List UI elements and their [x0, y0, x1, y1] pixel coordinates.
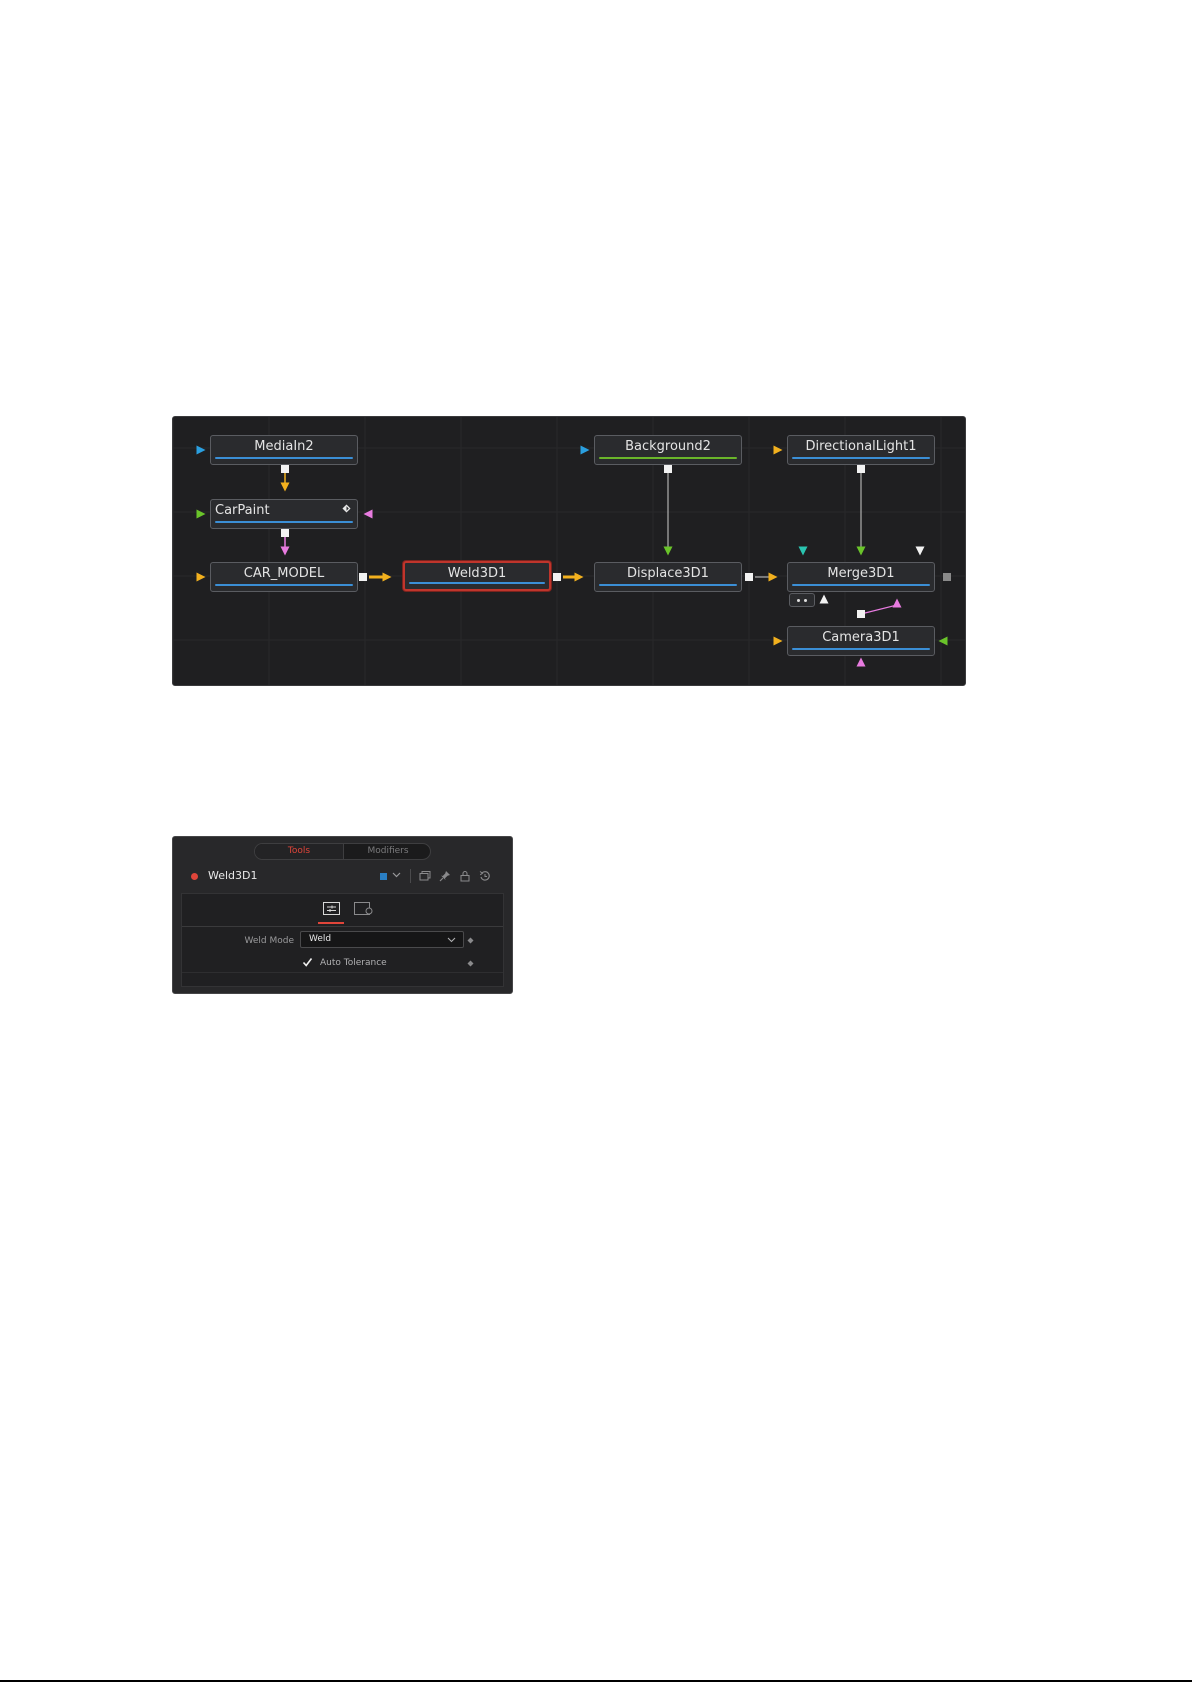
input-port[interactable] — [575, 573, 584, 582]
divider — [182, 972, 503, 973]
inspector-tabs: Tools Modifiers — [254, 843, 431, 860]
divider — [182, 926, 503, 927]
controls-icon[interactable] — [323, 902, 340, 915]
input-port[interactable] — [197, 510, 206, 519]
input-port[interactable] — [774, 637, 783, 646]
output-port[interactable] — [745, 573, 753, 581]
dot — [804, 599, 807, 602]
node-label: Displace3D1 — [595, 566, 741, 582]
input-port[interactable] — [281, 483, 290, 492]
node-color-bar — [215, 584, 353, 586]
output-port[interactable] — [664, 465, 672, 473]
node-camera3d1[interactable]: Camera3D1 — [787, 626, 935, 656]
controls-panel: Weld Mode Weld Auto Tolerance — [181, 893, 504, 987]
page-number — [1090, 1670, 1110, 1678]
node-label: Weld3D1 — [405, 566, 549, 582]
input-port[interactable] — [893, 599, 902, 608]
inspector-panel: Tools Modifiers Weld3D1 — [172, 836, 513, 994]
node-label: Camera3D1 — [788, 630, 934, 646]
node-label: DirectionalLight1 — [788, 439, 934, 455]
output-port[interactable] — [857, 610, 865, 618]
node-label: Background2 — [595, 439, 741, 455]
input-port[interactable] — [581, 446, 590, 455]
node-color-bar — [599, 584, 737, 586]
auto-tolerance-checkbox[interactable] — [302, 957, 313, 968]
node-label: MediaIn2 — [211, 439, 357, 455]
keyframe-diamond-icon[interactable] — [467, 937, 474, 944]
node-directionallight1[interactable]: DirectionalLight1 — [787, 435, 935, 465]
node-displace3d1[interactable]: Displace3D1 — [594, 562, 742, 592]
input-port[interactable] — [857, 547, 866, 556]
output-port[interactable] — [359, 573, 367, 581]
input-port[interactable] — [799, 547, 808, 556]
chevron-down-icon — [447, 936, 456, 944]
node-color-bar — [792, 648, 930, 650]
node-car_model[interactable]: CAR_MODEL — [210, 562, 358, 592]
reset-icon[interactable] — [479, 870, 491, 882]
node-label: CarPaint — [211, 503, 357, 519]
active-tab-indicator — [318, 922, 344, 924]
node-label: Merge3D1 — [788, 566, 934, 582]
tool-header[interactable]: Weld3D1 — [173, 864, 512, 890]
input-port[interactable] — [820, 595, 829, 604]
settings-icon[interactable] — [354, 902, 374, 915]
extra-inputs-indicator[interactable] — [789, 593, 815, 607]
tool-name: Weld3D1 — [208, 869, 258, 882]
node-color-bar — [215, 457, 353, 459]
versions-icon[interactable] — [419, 870, 431, 882]
node-color-bar — [599, 457, 737, 459]
auto-tolerance-label: Auto Tolerance — [320, 958, 387, 968]
tab-tools[interactable]: Tools — [255, 844, 343, 859]
node-color-bar — [792, 584, 930, 586]
input-port[interactable] — [857, 658, 866, 667]
tool-color-swatch[interactable] — [380, 873, 387, 880]
output-port[interactable] — [281, 529, 289, 537]
chevron-down-icon[interactable] — [392, 870, 401, 879]
footer-rule — [0, 1680, 1192, 1682]
node-label: CAR_MODEL — [211, 566, 357, 582]
tool-enabled-dot[interactable] — [191, 873, 198, 880]
connection-line — [861, 605, 897, 614]
input-port[interactable] — [281, 547, 290, 556]
input-port[interactable] — [769, 573, 778, 582]
node-color-bar — [792, 457, 930, 459]
input-port[interactable] — [916, 547, 925, 556]
output-port[interactable] — [553, 573, 561, 581]
keyframe-diamond-icon[interactable] — [467, 960, 474, 967]
node-merge3d1[interactable]: Merge3D1 — [787, 562, 935, 592]
input-port[interactable] — [774, 446, 783, 455]
node-carpaint[interactable]: CarPaint — [210, 499, 358, 529]
output-port[interactable] — [857, 465, 865, 473]
pin-icon[interactable] — [439, 870, 451, 882]
node-background2[interactable]: Background2 — [594, 435, 742, 465]
node-color-bar — [215, 521, 353, 523]
input-port[interactable] — [383, 573, 392, 582]
input-port[interactable] — [197, 446, 206, 455]
weld-mode-value: Weld — [309, 934, 331, 944]
material-diamond-icon — [342, 504, 351, 513]
input-port[interactable] — [664, 547, 673, 556]
lock-icon[interactable] — [459, 870, 471, 882]
node-color-bar — [409, 582, 545, 584]
input-port[interactable] — [197, 573, 206, 582]
weld-mode-label: Weld Mode — [222, 936, 294, 946]
tab-modifiers[interactable]: Modifiers — [344, 844, 431, 859]
output-port[interactable] — [943, 573, 951, 581]
node-weld3d1[interactable]: Weld3D1 — [403, 561, 551, 591]
header-separator — [410, 869, 411, 883]
dot — [797, 599, 800, 602]
input-port[interactable] — [939, 637, 948, 646]
output-port[interactable] — [281, 465, 289, 473]
weld-mode-dropdown[interactable]: Weld — [300, 931, 464, 948]
node-mediain2[interactable]: MediaIn2 — [210, 435, 358, 465]
